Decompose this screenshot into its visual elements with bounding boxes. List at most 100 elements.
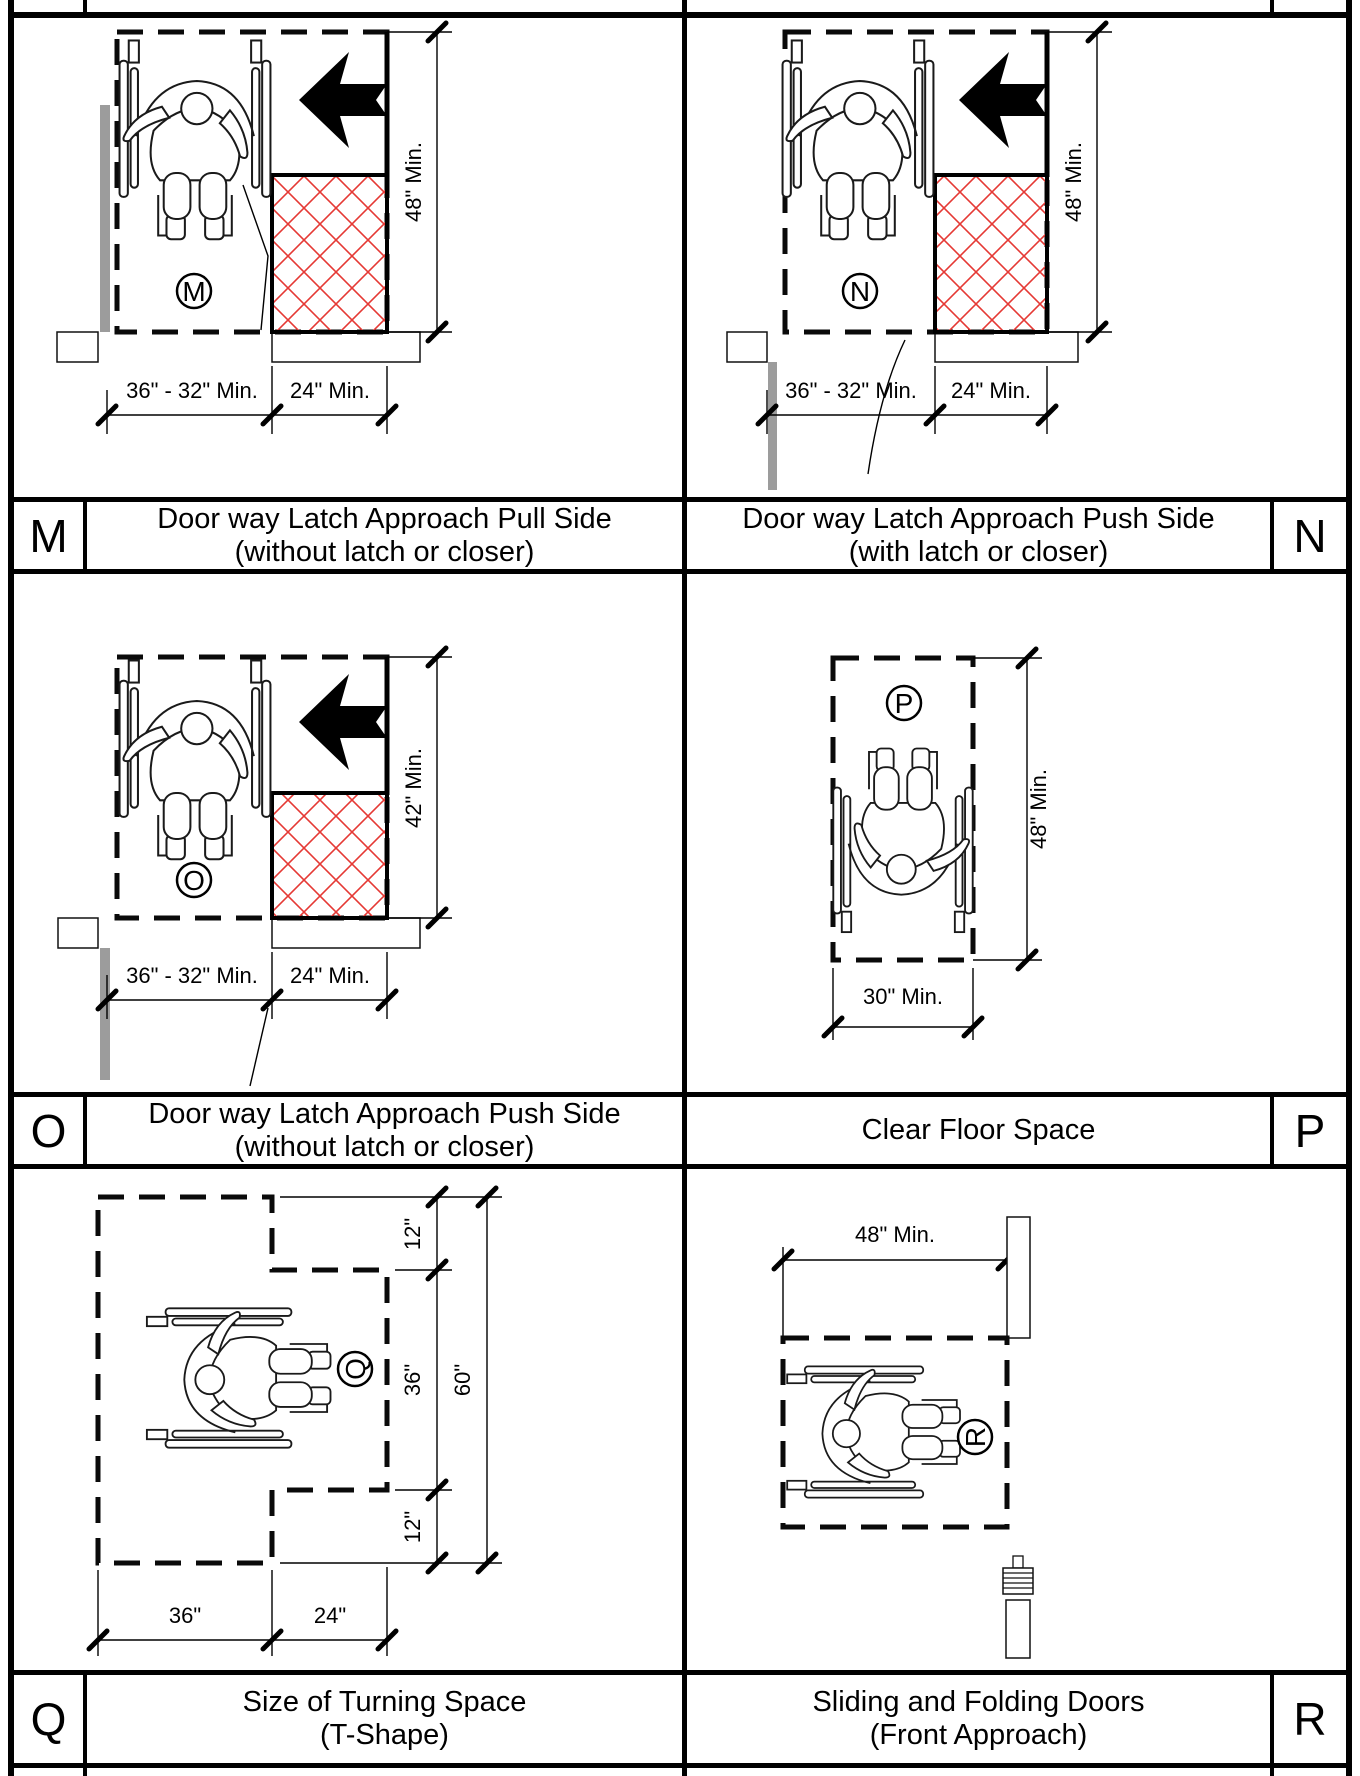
caption-title-line2: (without latch or closer): [234, 1130, 535, 1163]
caption-title-line1: Clear Floor Space: [861, 1114, 1096, 1146]
caption-title-line1: Size of Turning Space: [242, 1686, 527, 1718]
dim-label: 24" Min.: [290, 378, 370, 403]
column-divider: [682, 0, 687, 1776]
door-hardware: [1002, 1567, 1034, 1595]
outer-border-right: [1346, 0, 1352, 1776]
panel-letter-circle: Q: [336, 1350, 374, 1388]
dim-label: 36" - 32" Min.: [126, 963, 258, 988]
svg-text:P: P: [895, 688, 914, 719]
wheelchair-user: [832, 747, 974, 934]
dim-label: 48" Min.: [401, 142, 426, 222]
caption-letter-p: P: [1274, 1097, 1346, 1164]
wall-section: [271, 917, 421, 949]
wheelchair-user: [781, 39, 935, 241]
dim-label: 48" Min.: [1061, 142, 1086, 222]
caption-title-line2: (without latch or closer): [234, 535, 535, 568]
grid-line: [1270, 1092, 1274, 1169]
dim-label: 48" Min.: [1026, 769, 1051, 849]
latch-clearance-hatch: [270, 173, 389, 334]
caption-letter-q: Q: [14, 1675, 83, 1763]
grid-line: [1270, 1670, 1274, 1768]
caption-letter-n: N: [1274, 502, 1346, 569]
grid-line: [1270, 1768, 1274, 1776]
panel-m-diagram: M 48" Min. 36" - 32" Min. 24" Min.: [56, 20, 452, 434]
grid-line: [8, 1092, 1352, 1097]
dim-label: 36": [400, 1364, 425, 1396]
grid-line: [8, 497, 1352, 502]
dim-label: 48" Min.: [855, 1222, 935, 1247]
svg-text:N: N: [850, 276, 870, 307]
wheelchair-user: [145, 1307, 332, 1449]
svg-text:M: M: [182, 276, 205, 307]
grid-line: [83, 1092, 87, 1169]
grid-line: [8, 1164, 1352, 1169]
wheelchair-user: [118, 659, 272, 861]
grid-line: [8, 1763, 1352, 1768]
wall-section: [934, 331, 1079, 363]
wall-section: [271, 331, 421, 363]
panel-letter-circle: P: [885, 684, 923, 722]
door-leaf: [768, 362, 777, 490]
door-hardware: [1012, 1555, 1024, 1569]
dim-label: 12": [400, 1218, 425, 1250]
latch-clearance-hatch: [933, 173, 1049, 334]
wall-section: [1005, 1599, 1031, 1659]
panel-letter-circle: O: [175, 861, 213, 899]
door-leaf: [100, 948, 110, 1080]
caption-letter-label: M: [29, 509, 68, 562]
leader-line: [867, 339, 906, 475]
dim-label: 42" Min.: [401, 748, 426, 828]
dim-label: 36" - 32" Min.: [785, 378, 917, 403]
caption-letter-m: M: [14, 502, 83, 569]
caption-letter-o: O: [14, 1097, 83, 1164]
dim-label: 60": [450, 1364, 475, 1396]
caption-title-o: Door way Latch Approach Push Side (witho…: [87, 1097, 682, 1164]
dim-label: 12": [400, 1511, 425, 1543]
grid-line: [1270, 497, 1274, 574]
caption-letter-label: O: [30, 1104, 67, 1157]
svg-text:O: O: [183, 865, 205, 896]
wall-section: [57, 917, 99, 949]
caption-title-line1: Door way Latch Approach Push Side: [148, 1097, 621, 1130]
caption-letter-label: N: [1293, 509, 1327, 562]
dim-label: 24" Min.: [290, 963, 370, 988]
caption-title-line2: (Front Approach): [869, 1719, 1088, 1751]
panel-letter-circle: M: [175, 272, 213, 310]
direction-arrow: [299, 52, 387, 148]
panel-letter-circle: N: [841, 272, 879, 310]
panel-q-diagram: Q 12" 36" 12" 60" 36" 24": [86, 1185, 502, 1656]
caption-title-line2: (with latch or closer): [848, 535, 1109, 568]
caption-title-line1: Door way Latch Approach Push Side: [742, 502, 1215, 535]
caption-title-n: Door way Latch Approach Push Side (with …: [687, 502, 1270, 569]
panel-p-diagram: P 48" Min. 30" Min.: [821, 646, 1051, 1040]
caption-letter-label: Q: [30, 1693, 67, 1745]
caption-title-line1: Sliding and Folding Doors: [812, 1686, 1145, 1718]
panel-r-diagram: 48" Min. R: [771, 1216, 1034, 1659]
grid-line: [83, 0, 87, 12]
dim-label: 24" Min.: [951, 378, 1031, 403]
dim-label: 36" - 32" Min.: [126, 378, 258, 403]
grid-line: [83, 1670, 87, 1768]
caption-letter-r: R: [1274, 1675, 1346, 1763]
direction-arrow: [299, 674, 387, 770]
grid-line: [83, 1768, 87, 1776]
grid-line: [83, 497, 87, 574]
svg-text:Q: Q: [340, 1358, 371, 1380]
dim-label: 24": [314, 1603, 346, 1628]
caption-letter-label: R: [1293, 1693, 1327, 1745]
wheelchair-user: [786, 1365, 961, 1499]
wall-section: [56, 331, 99, 363]
panel-letter-circle: R: [956, 1418, 994, 1456]
door-hardware-stripes: [1003, 1572, 1033, 1589]
caption-letter-label: P: [1294, 1104, 1326, 1157]
svg-text:R: R: [960, 1427, 991, 1447]
panel-o-diagram: O 42" Min. 36" - 32" Min. 24" Min.: [57, 645, 452, 1087]
grid-line: [8, 1670, 1352, 1675]
door-leaf: [100, 105, 110, 332]
t-shape-turning-space: [95, 1194, 390, 1566]
wall-section: [726, 331, 768, 363]
latch-clearance-hatch: [270, 791, 389, 920]
grid-line: [8, 569, 1352, 574]
caption-title-q: Size of Turning Space (T-Shape): [87, 1675, 682, 1763]
